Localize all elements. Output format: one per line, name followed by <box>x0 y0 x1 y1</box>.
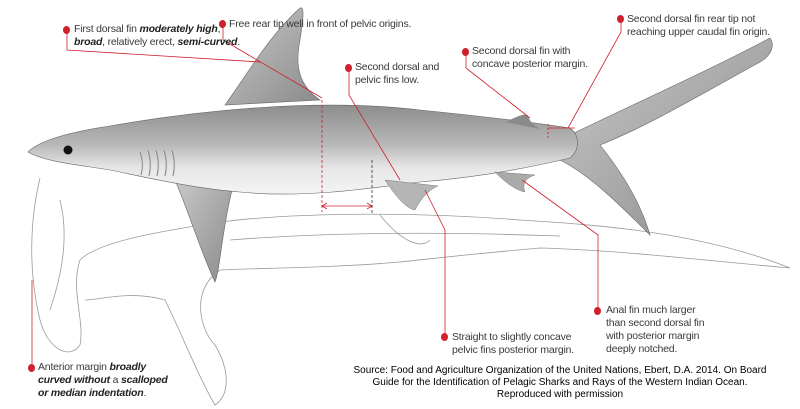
text: Second dorsal fin with <box>472 45 571 57</box>
emphasis: semi-curved <box>177 36 238 48</box>
text: reaching upper caudal fin origin. <box>627 26 770 38</box>
text: pelvic fins posterior margin. <box>452 344 574 356</box>
bullet-icon <box>63 26 70 34</box>
text: Second dorsal and <box>355 61 440 73</box>
text: with posterior margin <box>606 330 700 342</box>
emphasis: scalloped <box>120 374 168 386</box>
text: Second dorsal fin rear tip not <box>627 13 756 25</box>
ventral-view-outline <box>31 177 791 406</box>
text: deeply notched. <box>606 343 678 355</box>
bullet-icon <box>441 333 448 341</box>
bullet-icon <box>617 15 624 23</box>
source-line: Reproduced with permission <box>496 389 624 400</box>
annotation-second-dorsal-concave: Second dorsal fin with concave posterior… <box>472 45 588 71</box>
emphasis: moderately high <box>139 23 218 35</box>
annotation-first-dorsal-fin: First dorsal fin moderately high, broad,… <box>74 23 240 49</box>
text: pelvic fins low. <box>355 74 419 86</box>
emphasis: or median indentation <box>38 387 144 399</box>
text: . <box>237 36 240 48</box>
source-line: Guide for the Identification of Pelagic … <box>372 377 748 388</box>
caudal-fin <box>559 37 773 237</box>
emphasis: broad <box>74 36 103 48</box>
leader-lines <box>31 19 622 368</box>
body <box>27 104 578 195</box>
text: concave posterior margin. <box>472 58 588 70</box>
emphasis: curved without <box>38 374 110 386</box>
annotation-anal-fin: Anal fin much larger than second dorsal … <box>606 304 705 356</box>
source-citation: Source: Food and Agriculture Organizatio… <box>320 365 800 401</box>
text: a <box>109 374 121 386</box>
second-dorsal-fin <box>505 114 545 130</box>
text: . <box>143 387 147 399</box>
annotation-second-dorsal-rear-tip: Second dorsal fin rear tip not reaching … <box>627 13 770 39</box>
text: , relatively erect, <box>102 36 178 48</box>
bullet-icon <box>345 64 352 72</box>
shark-lateral-view <box>27 7 773 283</box>
source-line: Source: Food and Agriculture Organizatio… <box>353 365 767 376</box>
text: Anal fin much larger <box>606 304 696 316</box>
text: , <box>217 23 221 35</box>
annotation-free-rear-tip: Free rear tip well in front of pelvic or… <box>229 18 411 31</box>
text: Free rear tip well in front of pelvic or… <box>229 18 412 30</box>
pelvic-fin <box>384 179 439 211</box>
bullet-icon <box>219 20 226 28</box>
text: First dorsal fin <box>74 23 140 35</box>
text: Straight to slightly concave <box>452 331 572 343</box>
annotation-pelvic-margin: Straight to slightly concave pelvic fins… <box>452 331 574 357</box>
text: Anterior margin <box>38 361 110 373</box>
eye <box>63 145 73 155</box>
bullet-icon <box>594 307 601 315</box>
annotation-anterior-margin: Anterior margin broadly curved without a… <box>38 361 168 400</box>
pectoral-fin <box>174 179 233 283</box>
annotation-second-dorsal-low: Second dorsal and pelvic fins low. <box>355 61 439 87</box>
gill-slits <box>139 149 175 177</box>
text: than second dorsal fin <box>606 317 705 329</box>
bullet-icon <box>28 364 35 372</box>
bullet-icon <box>462 48 469 56</box>
emphasis: broadly <box>109 361 147 373</box>
anal-fin <box>494 171 536 193</box>
